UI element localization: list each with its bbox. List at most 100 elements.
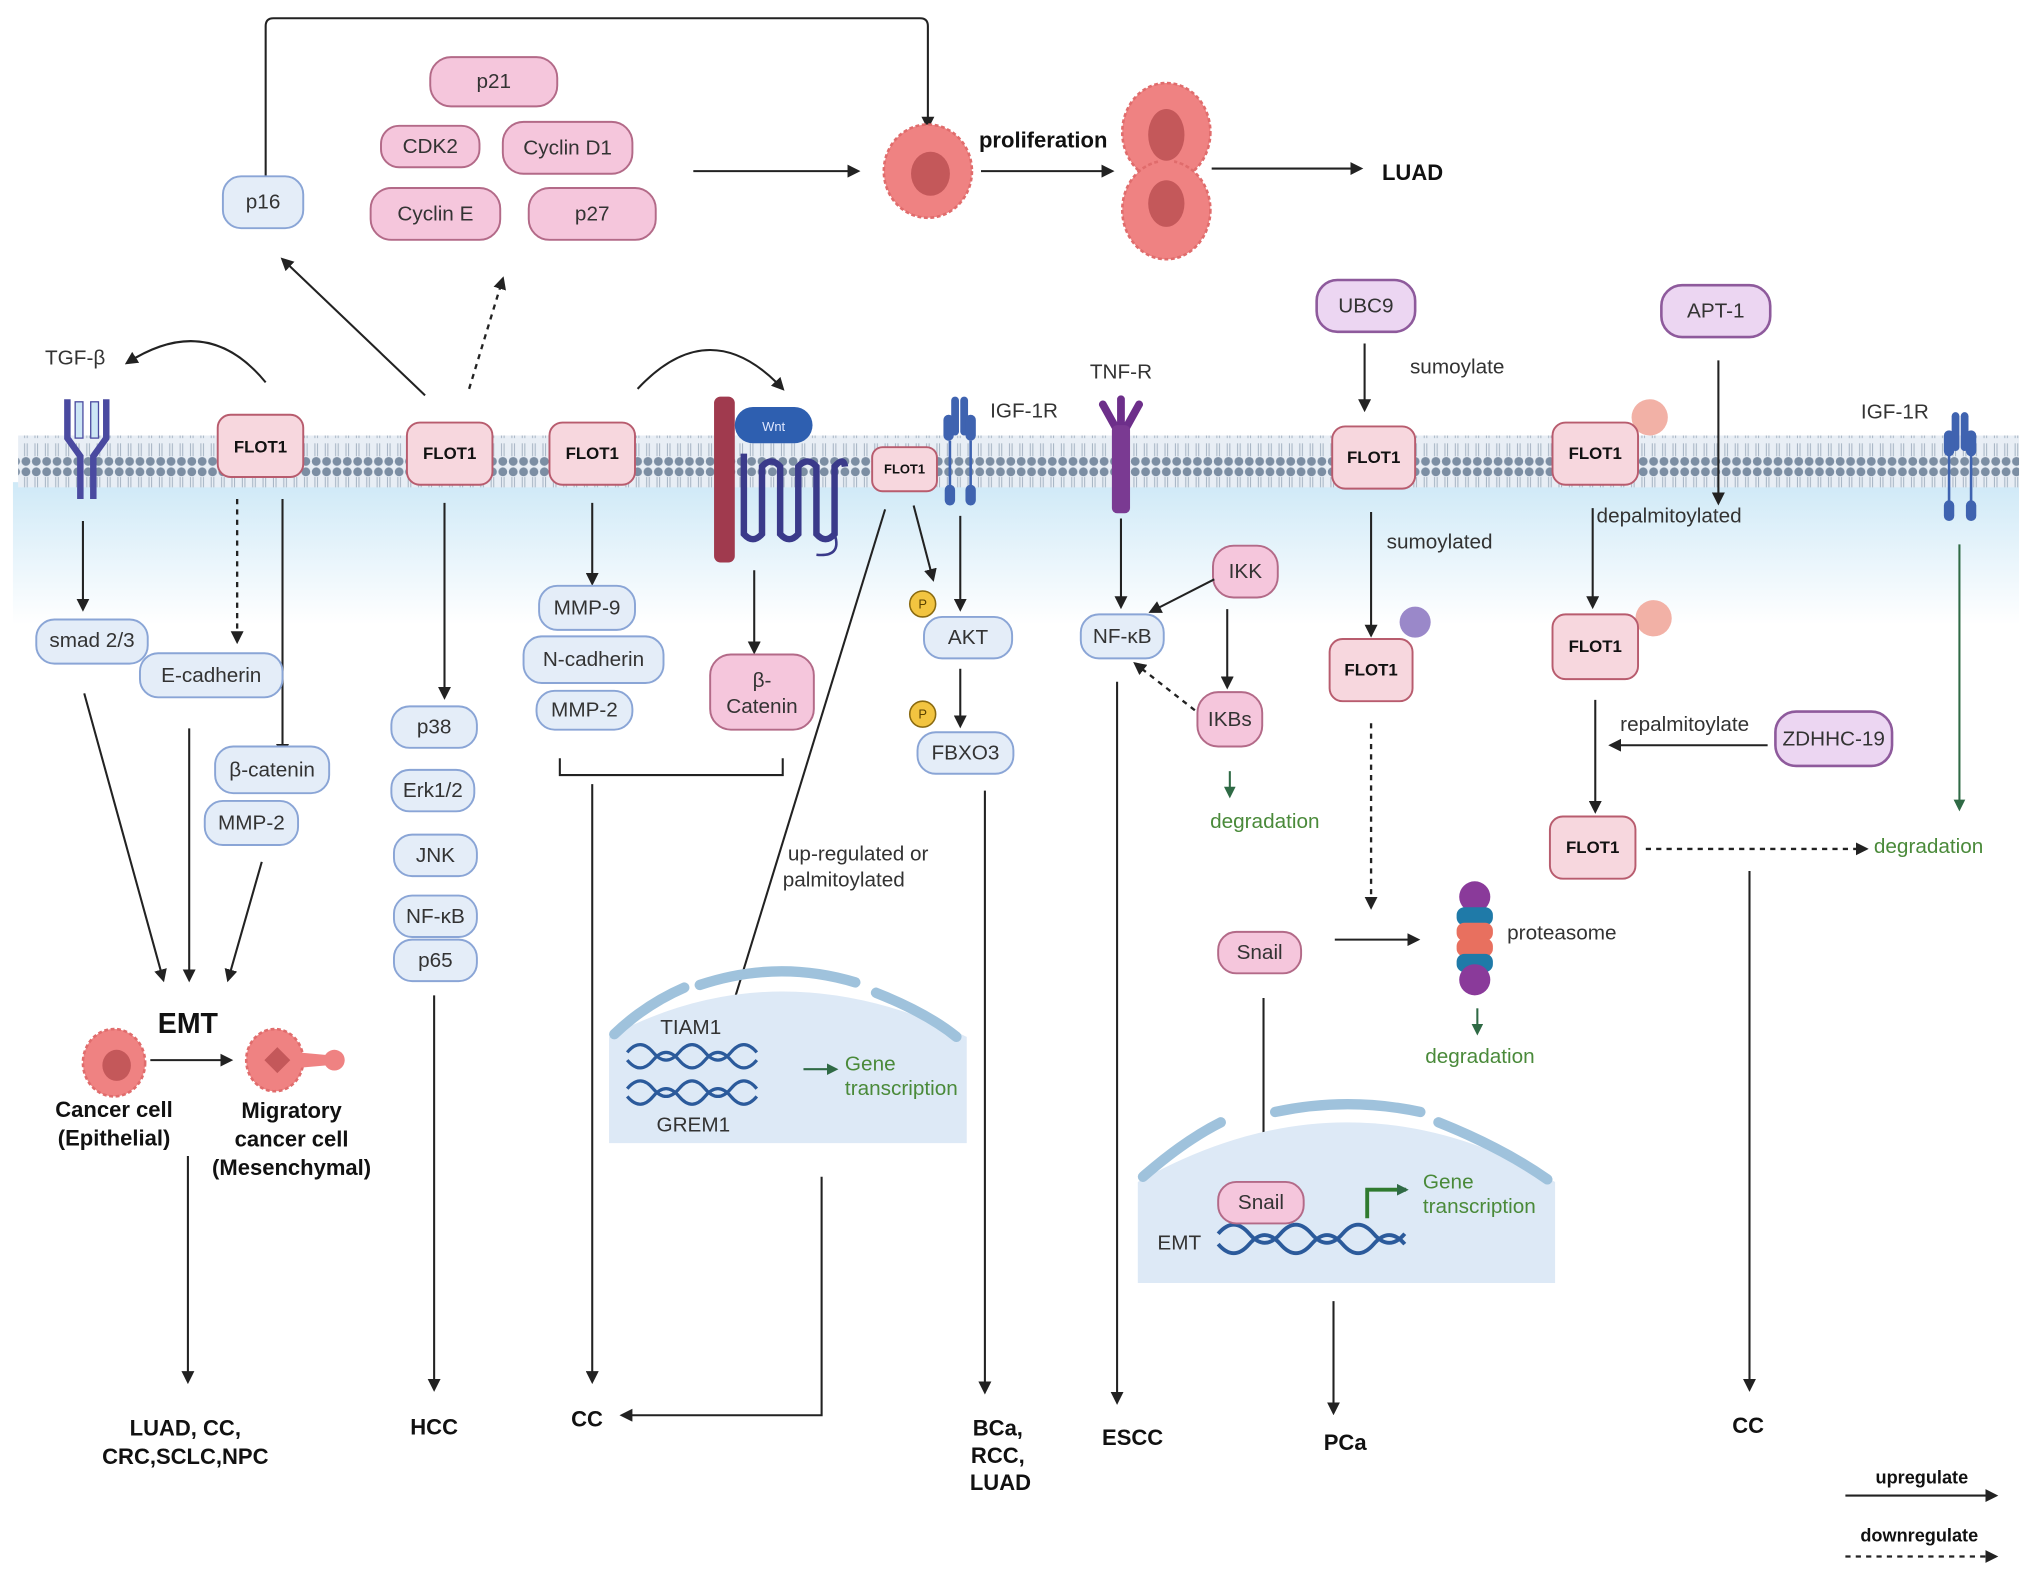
svg-text:FBXO3: FBXO3 <box>931 742 999 765</box>
svg-text:p21: p21 <box>476 70 511 93</box>
beta-catenin-node[interactable]: β-catenin <box>214 745 331 795</box>
outcome-luad-top: LUAD <box>1382 160 1443 185</box>
nucleus-1 <box>609 966 967 1144</box>
cyclin-e-node[interactable]: Cyclin E <box>369 187 502 241</box>
svg-text:FLOT1: FLOT1 <box>1566 838 1619 857</box>
svg-text:(Mesenchymal): (Mesenchymal) <box>212 1155 371 1180</box>
sumoylated-label: sumoylated <box>1387 530 1493 553</box>
svg-text:Snail: Snail <box>1238 1191 1284 1214</box>
p21-node[interactable]: p21 <box>429 56 559 108</box>
flot1-node-2[interactable]: FLOT1 <box>405 421 494 486</box>
ubc9-node[interactable]: UBC9 <box>1315 278 1417 334</box>
outcome-pca: PCa <box>1324 1430 1368 1455</box>
svg-text:P: P <box>918 596 927 611</box>
flot1-node-3[interactable]: FLOT1 <box>548 421 636 486</box>
flot1-node-1[interactable]: FLOT1 <box>216 413 305 478</box>
snail-node-nucleus[interactable]: Snail <box>1217 1180 1305 1225</box>
ikbs-node[interactable]: IKBs <box>1196 691 1264 748</box>
p38-node[interactable]: p38 <box>390 705 478 749</box>
beta-catenin-node-wnt[interactable]: β- Catenin <box>709 653 815 731</box>
mmp2-node-wnt[interactable]: MMP-2 <box>535 689 634 731</box>
flot1-node-4[interactable]: FLOT1 <box>871 446 938 493</box>
flot1-node-8[interactable]: FLOT1 <box>1551 613 1640 681</box>
flot1-to-akt-arrow <box>912 505 937 582</box>
ikbs-to-nfkb-dash-arrow <box>1133 661 1196 712</box>
igf1r-icon-2 <box>1943 412 1977 522</box>
palmitoyl-icon-1 <box>1631 399 1668 436</box>
cancer-cell-label: Cancer cell <box>55 1097 172 1122</box>
igf1r-icon <box>943 396 976 506</box>
svg-text:MMP-9: MMP-9 <box>554 596 621 619</box>
mmp2-node-emt[interactable]: MMP-2 <box>203 799 300 846</box>
svg-text:FLOT1: FLOT1 <box>1344 661 1397 680</box>
e-cadherin-node[interactable]: E-cadherin <box>138 652 284 699</box>
svg-text:E-cadherin: E-cadherin <box>161 664 261 687</box>
proliferation-label: proliferation <box>979 128 1107 153</box>
grem1-label: GREM1 <box>656 1113 730 1136</box>
erk-node[interactable]: Erk1/2 <box>390 768 476 813</box>
epithelial-cell-icon <box>81 1027 147 1098</box>
smad-to-emt-arrow <box>83 693 167 983</box>
svg-text:LUAD: LUAD <box>970 1470 1031 1495</box>
dna-icon-tiam1 <box>625 1042 759 1070</box>
nfkb-node-mapk[interactable]: NF-κB <box>392 894 478 939</box>
smad-node[interactable]: smad 2/3 <box>35 618 149 665</box>
svg-text:FLOT1: FLOT1 <box>884 462 925 477</box>
svg-text:β-: β- <box>753 669 772 692</box>
snail-node[interactable]: Snail <box>1217 930 1303 975</box>
igf1r-label-2: IGF-1R <box>1861 401 1929 424</box>
p16-node[interactable]: p16 <box>221 175 305 230</box>
ikk-node[interactable]: IKK <box>1212 544 1279 599</box>
svg-text:N-cadherin: N-cadherin <box>543 648 644 671</box>
svg-text:p38: p38 <box>417 716 452 739</box>
flot1-node-7[interactable]: FLOT1 <box>1551 421 1640 486</box>
fbxo3-node[interactable]: FBXO3 <box>916 731 1015 775</box>
flot1-node-6[interactable]: FLOT1 <box>1328 637 1414 703</box>
svg-text:NF-κB: NF-κB <box>1093 625 1152 648</box>
svg-text:CDK2: CDK2 <box>403 135 458 158</box>
svg-text:p27: p27 <box>575 202 610 225</box>
flot1-to-p16-arrow <box>280 257 426 397</box>
akt-node[interactable]: AKT <box>923 615 1014 660</box>
svg-text:cancer cell: cancer cell <box>235 1127 349 1152</box>
svg-text:Snail: Snail <box>1237 941 1283 964</box>
legend-upregulate-label: upregulate <box>1876 1467 1969 1487</box>
svg-text:Cyclin D1: Cyclin D1 <box>523 136 612 159</box>
depalmitoylated-label: depalmitoylated <box>1597 504 1742 527</box>
cdk2-node[interactable]: CDK2 <box>380 124 481 169</box>
migratory-cell-label: Migratory <box>241 1098 342 1123</box>
svg-text:transcription: transcription <box>845 1077 958 1100</box>
p65-node[interactable]: p65 <box>392 938 478 983</box>
outcome-akt-1: BCa, <box>973 1416 1023 1441</box>
palmitoyl-icon-2 <box>1635 600 1672 637</box>
svg-text:FLOT1: FLOT1 <box>566 444 619 463</box>
emt-dna-label: EMT <box>1157 1231 1201 1254</box>
svg-text:FLOT1: FLOT1 <box>1569 444 1622 463</box>
n-cadherin-node[interactable]: N-cadherin <box>522 635 665 685</box>
outcome-cc-palm: CC <box>1732 1413 1764 1438</box>
cancer-cell-icon <box>882 123 974 220</box>
ikk-to-nfkb-arrow <box>1148 578 1215 613</box>
svg-text:RCC,: RCC, <box>971 1443 1025 1468</box>
svg-text:smad 2/3: smad 2/3 <box>49 629 134 652</box>
phospho-icon-akt: P <box>908 590 937 618</box>
tgf-beta-label: TGF-β <box>45 346 105 369</box>
p27-node[interactable]: p27 <box>527 187 657 241</box>
nfkb-node[interactable]: NF-κB <box>1079 613 1165 660</box>
svg-text:transcription: transcription <box>1423 1195 1536 1218</box>
jnk-node[interactable]: JNK <box>392 833 478 878</box>
wnt-bracket <box>558 758 784 777</box>
phospho-icon-fbxo3: P <box>908 700 937 728</box>
flot1-node-5[interactable]: FLOT1 <box>1331 425 1417 490</box>
gene-transcription-label-2: Gene <box>1423 1170 1474 1193</box>
cyclin-d1-node[interactable]: Cyclin D1 <box>501 120 634 175</box>
apt1-node[interactable]: APT-1 <box>1660 283 1772 339</box>
mmp9-node[interactable]: MMP-9 <box>538 584 636 631</box>
svg-text:APT-1: APT-1 <box>1687 300 1745 323</box>
sumo-modifier-icon <box>1399 606 1431 638</box>
dna-icon-emt <box>1216 1222 1407 1256</box>
outcome-emt-2: CRC,SCLC,NPC <box>102 1444 268 1469</box>
dividing-cell-icon <box>1120 81 1212 261</box>
zdhhc19-node[interactable]: ZDHHC-19 <box>1774 710 1894 768</box>
flot1-node-9[interactable]: FLOT1 <box>1548 815 1637 880</box>
